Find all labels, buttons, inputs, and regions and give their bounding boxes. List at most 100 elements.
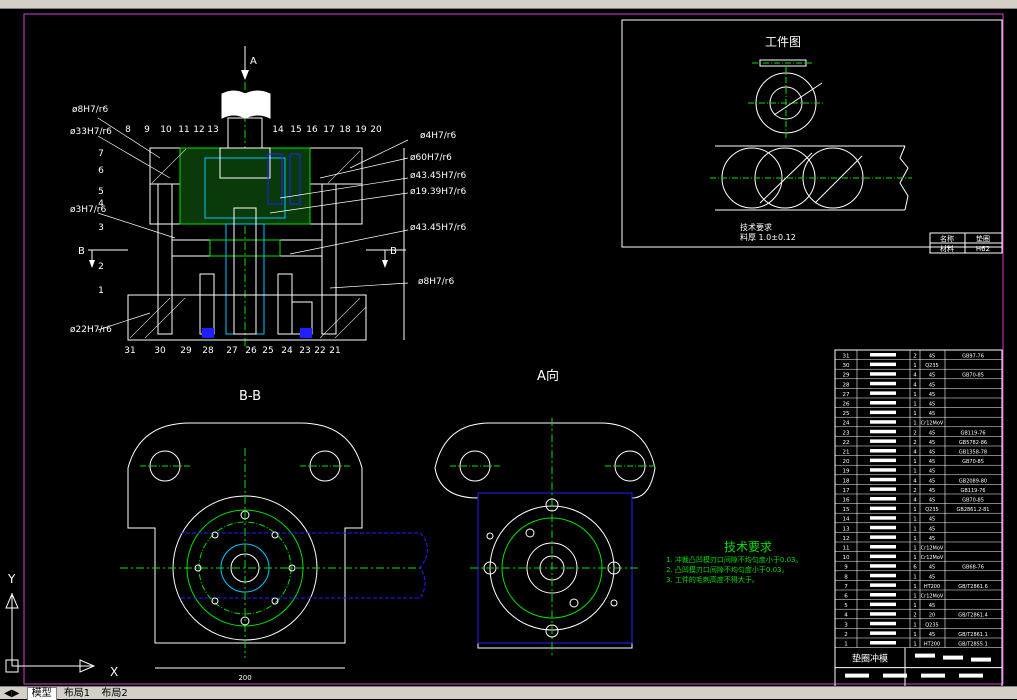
- bom-cell-name: [870, 554, 896, 559]
- bom-cell-name: [870, 573, 896, 578]
- bom-cell-material: 45: [929, 440, 935, 446]
- bom-cell-qty: 1: [913, 574, 917, 580]
- bom-cell-name: [870, 612, 896, 616]
- bom-cell-material: 45: [929, 459, 935, 465]
- bom-cell-no: 24: [843, 421, 850, 427]
- bom-cell-name: [870, 564, 896, 568]
- title-strip: [0, 0, 1017, 9]
- tab-layout2[interactable]: 布局2: [101, 688, 128, 699]
- balloon-6: 6: [98, 166, 104, 176]
- bom-cell-standard: GB97-76: [962, 354, 984, 360]
- bom-cell-material: 45: [929, 517, 935, 523]
- bom-cell-material: HT200: [924, 642, 940, 648]
- bom-title: 垫圈冲模: [852, 653, 888, 665]
- balloon-30: 30: [154, 346, 166, 356]
- main-section-view: A: [70, 46, 466, 356]
- bom-cell-material: 45: [929, 574, 935, 580]
- wp-table-name-label: 名称: [940, 234, 954, 243]
- dim-right-4: ø19.39H7/r6: [410, 187, 466, 197]
- tech-item-2: 2. 凸凹模刃口间隙不均匀度小于0.03。: [666, 565, 789, 574]
- bom-cell-name: [870, 535, 896, 539]
- balloon-19: 19: [355, 125, 367, 135]
- bom-cell-name: [870, 391, 896, 395]
- bom-cell-no: 10: [843, 555, 850, 561]
- bom-cell-standard: GB2089-80: [959, 478, 987, 484]
- ucs-y-label: Y: [7, 572, 16, 586]
- tab-layout1[interactable]: 布局1: [63, 688, 91, 699]
- balloon-21: 21: [329, 346, 340, 356]
- bom-cell-qty: 2: [913, 613, 917, 619]
- bom-cell-standard: GB1358-78: [959, 450, 987, 456]
- bom-cell-material: 45: [929, 478, 935, 484]
- bom-cell-name: [870, 497, 896, 501]
- bom-cell-material: 45: [929, 382, 935, 388]
- bom-cell-no: 9: [844, 565, 848, 571]
- bom-cell-qty: 1: [913, 555, 917, 561]
- tab-nav-arrows[interactable]: ◀▶: [4, 688, 20, 699]
- bom-cell-qty: 2: [913, 440, 917, 446]
- bom-cell-material: 45: [929, 603, 935, 609]
- balloon-27: 27: [226, 346, 237, 356]
- bom-cell-material: Q235: [925, 507, 938, 513]
- bom-cell-material: 45: [929, 354, 935, 360]
- bom-cell-no: 28: [843, 382, 850, 388]
- workpiece-tech-note: 料厚 1.0±0.12: [740, 232, 796, 242]
- bom-cell-standard: GB119-76: [960, 488, 985, 494]
- bom-cell-material: 45: [929, 632, 935, 638]
- tech-requirements: 技术要求 1. 冲裁凸凹模刃口间隙不均匀度小于0.03。 2. 凸凹模刃口间隙不…: [666, 540, 803, 584]
- ucs-icon: Y X: [5, 572, 118, 679]
- dim-left-3: ø3H7/r6: [70, 205, 106, 215]
- bom-cell-no: 30: [843, 363, 850, 369]
- bom-cell-name: [870, 516, 896, 520]
- bom-cell-qty: 2: [913, 430, 917, 436]
- bom-cell-qty: 4: [913, 373, 917, 379]
- bom-cell-qty: 1: [913, 402, 917, 408]
- balloon-7: 7: [98, 149, 104, 159]
- bom-cell-no: 17: [843, 488, 850, 494]
- bom-cell-no: 8: [844, 574, 848, 580]
- bom-cell-qty: 6: [913, 565, 917, 571]
- bom-cell-standard: GB5782-86: [959, 440, 987, 446]
- bom-cell-name: [870, 641, 896, 645]
- bom-cell-qty: 4: [913, 450, 917, 456]
- bom-cell-qty: 1: [913, 642, 917, 648]
- dim-left-2: ø33H7/r6: [70, 127, 112, 137]
- balloon-1: 1: [98, 286, 104, 296]
- bom-cell-qty: 2: [913, 354, 917, 360]
- tab-model[interactable]: 模型: [26, 687, 57, 700]
- dim-right-1: ø4H7/r6: [420, 131, 456, 141]
- bom-cell-name: [870, 429, 896, 434]
- bom-cell-name: [870, 401, 896, 405]
- drawing-area[interactable]: 工件图 技术要求 料厚 1.0±0.12 名称 垫圈 材料 H62: [0, 8, 1017, 689]
- bom-cell-material: 45: [929, 450, 935, 456]
- bom-cell-name: [870, 449, 896, 453]
- bom-cell-no: 11: [843, 546, 850, 552]
- bom-cell-qty: 1: [913, 507, 917, 513]
- bom-cell-standard: GB70-85: [962, 373, 984, 379]
- balloon-24: 24: [281, 346, 293, 356]
- dim-left-4: ø22H7/r6: [70, 325, 112, 335]
- balloon-2: 2: [98, 262, 104, 272]
- balloon-10: 10: [160, 125, 172, 135]
- wp-table-material-value: H62: [976, 245, 990, 253]
- view-bb: B-B 200: [120, 389, 428, 682]
- bom-cell-name: [870, 506, 896, 511]
- balloon-5: 5: [98, 187, 104, 197]
- dim-right-6: ø8H7/r6: [418, 277, 454, 287]
- balloon-14: 14: [272, 125, 284, 135]
- bom-cell-qty: 1: [913, 411, 917, 417]
- bom-cell-qty: 1: [913, 392, 917, 398]
